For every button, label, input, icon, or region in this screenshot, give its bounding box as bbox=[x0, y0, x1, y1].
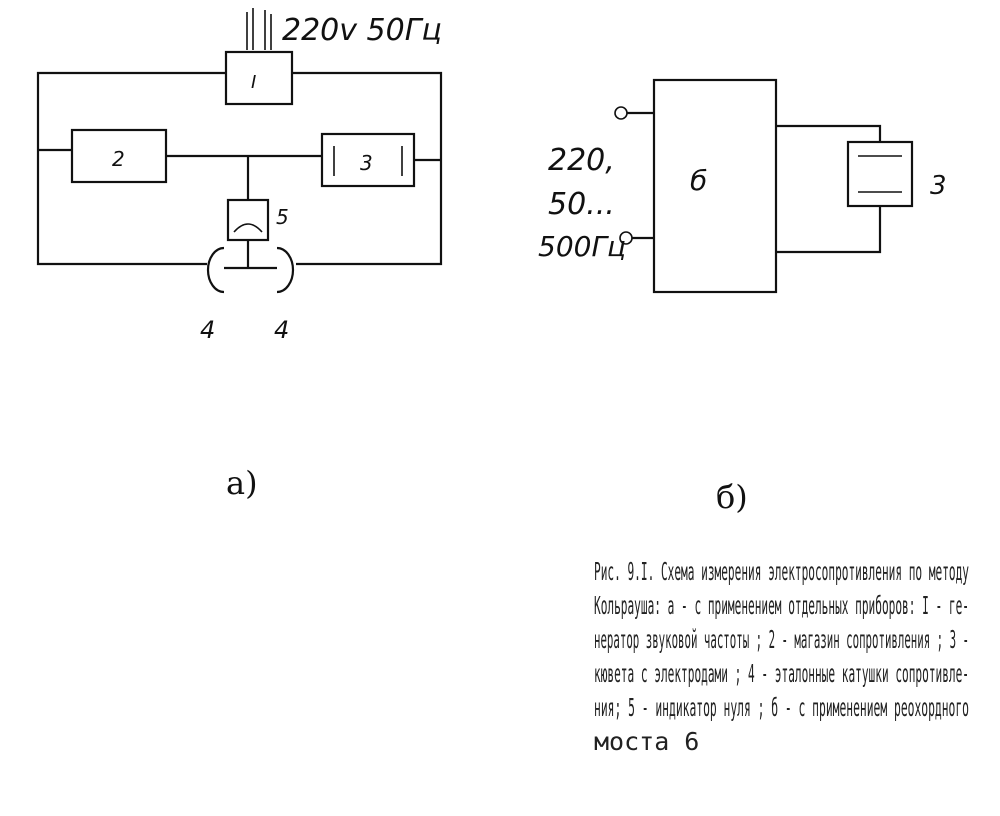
indicator-label: 5 bbox=[276, 205, 289, 229]
caption-line-5: ния; 5 - индикатор нуля ; б - с применен… bbox=[594, 693, 969, 722]
input-leads bbox=[627, 111, 654, 240]
coil-right-label: 4 bbox=[274, 316, 289, 344]
outer-wire-right bbox=[292, 71, 443, 266]
caption-line-6: моста 6 bbox=[594, 727, 699, 756]
caption-line-3: нератор звуковой частоты ; 2 - магазин с… bbox=[594, 625, 969, 654]
supply-label: 220v 50Гц bbox=[282, 13, 442, 48]
supply-leads bbox=[246, 8, 272, 50]
reference-coil-right bbox=[276, 246, 295, 294]
input-terminal-top bbox=[614, 106, 628, 120]
reference-coil-left bbox=[206, 246, 225, 294]
figure-caption: Рис. 9.I. Схема измерения электросопроти… bbox=[594, 557, 969, 756]
bridge-to-cuvette-bottom bbox=[776, 206, 882, 254]
circuit-diagram-b: 220, 50... 500Гц б 3 б) bbox=[538, 78, 947, 516]
slide-wire-bridge bbox=[652, 78, 778, 294]
caption-line-4: кювета с электродами ; 4 - эталонные кат… bbox=[594, 659, 969, 688]
input-label-line2: 50... bbox=[548, 187, 615, 222]
bridge-to-cuvette-top bbox=[776, 124, 882, 142]
panel-a-label: а) bbox=[226, 464, 258, 502]
resistance-box-label: 2 bbox=[112, 147, 125, 171]
indicator-dial bbox=[233, 223, 263, 233]
null-indicator bbox=[226, 198, 270, 242]
outer-wire-left bbox=[36, 71, 226, 266]
caption-line-1: Рис. 9.I. Схема измерения электросопроти… bbox=[594, 557, 969, 586]
circuit-diagram-a: 220v 50Гц I 2 3 5 4 4 а) bbox=[36, 8, 443, 502]
input-label-line1: 220, bbox=[548, 143, 615, 178]
panel-b-label: б) bbox=[716, 478, 748, 516]
generator-block bbox=[224, 50, 294, 106]
cuvette-b bbox=[846, 140, 914, 208]
cuvette-b-label: 3 bbox=[930, 171, 947, 201]
generator-label: I bbox=[251, 72, 256, 93]
cuvette-b-electrodes bbox=[858, 155, 902, 193]
coil-left-label: 4 bbox=[200, 316, 215, 344]
caption-line-2: Кольрауша: а - с применением отдельных п… bbox=[594, 591, 969, 620]
bridge-label: б bbox=[690, 164, 707, 197]
cuvette-electrodes bbox=[333, 146, 403, 176]
input-label-line3: 500Гц bbox=[538, 230, 626, 263]
cuvette-label: 3 bbox=[360, 151, 373, 175]
